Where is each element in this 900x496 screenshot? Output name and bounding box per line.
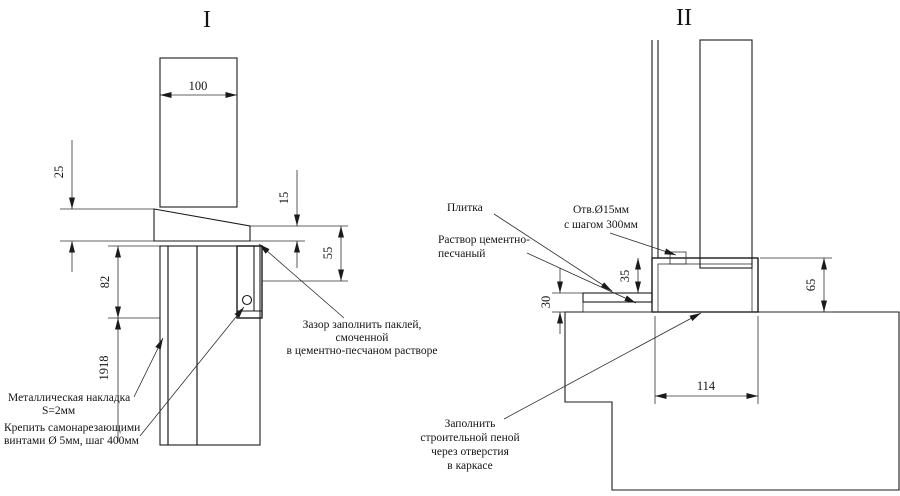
dimension-clear-zone xyxy=(650,316,766,408)
foam-label-line2: строительной пеной xyxy=(420,432,519,444)
dim-65: 65 xyxy=(760,257,832,313)
dim-55-label: 55 xyxy=(321,247,335,260)
dim-100: 100 xyxy=(160,79,237,98)
dim-15: 15 xyxy=(250,170,348,268)
dim-55: 55 xyxy=(262,226,348,282)
detail-I: I 100 xyxy=(4,7,437,447)
dim-35-label: 35 xyxy=(618,270,632,283)
mortar-fill xyxy=(657,263,753,313)
metal-plate-label-line1: Металлическая накладка xyxy=(8,392,130,404)
foam-label-line3: через отверстия xyxy=(431,446,509,458)
callout-metal-plate: Металлическая накладка S=2мм xyxy=(8,337,164,417)
frame-stud-lines xyxy=(651,40,659,258)
mortar-wedge xyxy=(153,208,251,242)
foam-label-line1: Заполнить xyxy=(445,418,496,430)
frame-channel xyxy=(651,257,759,313)
dim-65-label: 65 xyxy=(804,279,818,292)
screw-icon xyxy=(241,294,253,306)
gap-fill-label-line2: смоченной xyxy=(336,332,389,344)
gap-fill-label-line1: Зазор заполнить паклей, xyxy=(303,319,422,331)
callout-mortar: Раствор цементно- песчаный xyxy=(438,234,637,304)
dim-82-label: 82 xyxy=(98,276,112,289)
detail-2-title: II xyxy=(676,5,692,31)
detail-1-title: I xyxy=(203,7,211,33)
upper-wall-section xyxy=(159,57,238,208)
wall-lining-layer xyxy=(167,245,198,446)
floor-slab xyxy=(564,311,900,491)
dim-114-label: 114 xyxy=(697,379,716,393)
dim-1918: 1918 xyxy=(97,318,121,442)
dim-35: 35 xyxy=(618,258,641,293)
holes-label-line2: с шагом 300мм xyxy=(564,219,639,231)
dim-30-label: 30 xyxy=(539,296,553,309)
tile-label: Плитка xyxy=(447,202,483,214)
masonry-wall xyxy=(196,245,261,446)
fasten-label-line2: винтами Ø 5мм, шаг 400мм xyxy=(4,435,140,447)
gap-fill-label-line3: в цементно-песчаном растворе xyxy=(287,345,438,357)
dim-114: 114 xyxy=(654,316,759,404)
wall-panel xyxy=(699,39,753,269)
callout-tile: Плитка xyxy=(447,202,613,292)
metal-plate-label-line2: S=2мм xyxy=(42,405,76,417)
callout-fasten-screws: Крепить самонарезающими винтами Ø 5мм, ш… xyxy=(4,306,245,447)
dim-25-label: 25 xyxy=(52,166,66,179)
detail-II: II xyxy=(420,5,900,491)
callout-holes: Отв.Ø15мм с шагом 300мм xyxy=(564,204,677,256)
fasten-label-line1: Крепить самонарезающими xyxy=(4,422,140,434)
frame-hole xyxy=(669,251,687,265)
callout-gap-fill: Зазор заполнить паклей, смоченной в цеме… xyxy=(258,243,438,357)
callout-foam: Заполнить строительной пеной через отвер… xyxy=(420,312,702,472)
tile xyxy=(582,292,653,303)
mortar-bed xyxy=(582,301,653,313)
dim-25: 25 xyxy=(52,140,154,272)
dim-1918-label: 1918 xyxy=(97,356,111,381)
foam-label-line4: в каркасе xyxy=(447,460,492,472)
mortar-label-line1: Раствор цементно- xyxy=(438,234,530,246)
metal-plate xyxy=(159,245,169,446)
dim-100-label: 100 xyxy=(189,79,208,93)
mortar-label-line2: песчаный xyxy=(438,248,485,260)
door-frame-profile xyxy=(236,245,263,319)
dim-82: 82 xyxy=(98,245,160,319)
dim-30: 30 xyxy=(539,268,583,334)
dim-15-label: 15 xyxy=(277,192,291,205)
holes-label-line1: Отв.Ø15мм xyxy=(573,204,630,216)
